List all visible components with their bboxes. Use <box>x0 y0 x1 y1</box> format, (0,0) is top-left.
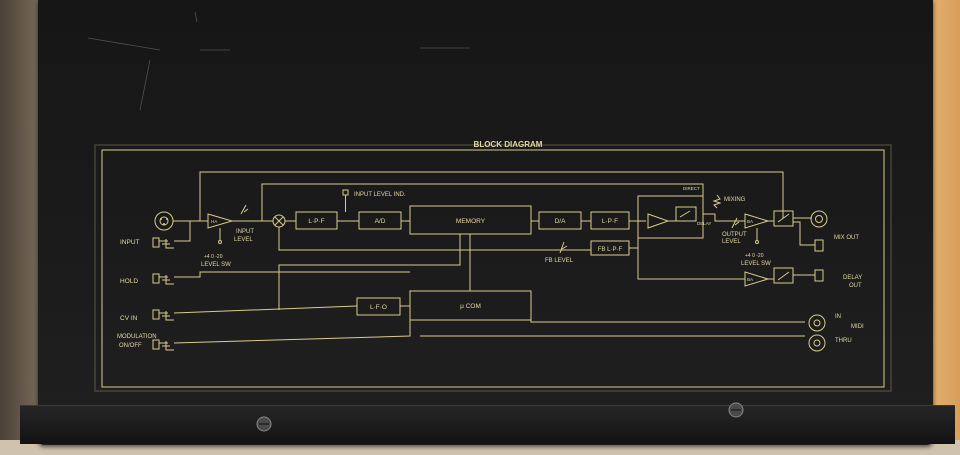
fb-level-pot-icon <box>559 241 568 254</box>
mix-out-phone-jack-icon <box>814 239 824 252</box>
delay-out-label-1: DELAY <box>843 275 862 281</box>
svg-text:MEMORY: MEMORY <box>456 218 486 225</box>
dry-line <box>261 183 704 221</box>
cv-in-label: CV IN <box>120 315 138 322</box>
fb-level-label: FB LEVEL <box>545 258 574 264</box>
input-level-ind-label: INPUT LEVEL IND. <box>354 192 406 198</box>
device-top-panel <box>38 0 933 445</box>
mix-out-xlr-jack-icon <box>810 210 828 228</box>
input-phone-jack-icon <box>152 237 160 248</box>
diagram-title: BLOCK DIAGRAM <box>474 140 543 149</box>
input-label: INPUT <box>120 239 140 246</box>
svg-text:μ COM: μ COM <box>460 303 481 310</box>
mix-out-amp-triangle-icon <box>744 213 770 229</box>
delay-label: DELAY <box>697 221 711 226</box>
micro-computer-block <box>409 290 532 321</box>
input-level-sw-values: +4 0 -20 <box>204 254 223 260</box>
device-front-lip <box>20 405 955 444</box>
hold-jack-icon <box>152 273 160 284</box>
svg-text:BA: BA <box>747 219 753 224</box>
panel-scratches <box>87 11 470 111</box>
input-level-led-icon <box>342 189 349 196</box>
delay-buffer-triangle-icon <box>647 213 670 229</box>
midi-thru-label: THRU <box>835 338 852 344</box>
panel-screws <box>256 402 744 432</box>
output-level-label-2: LEVEL <box>722 239 741 245</box>
feedback-return-line <box>278 227 560 251</box>
svg-text:D/A: D/A <box>555 218 567 225</box>
svg-text:L·F·O: L·F·O <box>370 304 387 311</box>
midi-thru-din-icon <box>808 334 826 352</box>
svg-text:L·P·F: L·P·F <box>602 218 618 225</box>
hold-label: HOLD <box>120 278 138 285</box>
input-level-sw-label: LEVEL SW <box>201 262 231 268</box>
mixing-label: MIXING <box>724 197 746 203</box>
input-level-label-2: LEVEL <box>234 237 253 243</box>
output-level-pot-icon <box>731 217 740 229</box>
midi-label: MIDI <box>851 324 864 330</box>
input-xlr-jack-icon <box>154 211 174 231</box>
svg-text:FB L·P·F: FB L·P·F <box>598 247 623 253</box>
delay-out-label-2: OUT <box>849 283 862 289</box>
delay-out-phone-jack-icon <box>814 269 824 282</box>
mix-out-label: MIX OUT <box>834 235 859 241</box>
bypass-line <box>199 171 784 221</box>
midi-in-din-icon <box>808 314 826 332</box>
output-level-sw-values: +4 0 -20 <box>745 253 764 259</box>
diagram-frame-outer <box>94 144 892 392</box>
ha-label: HA <box>211 219 217 224</box>
midi-in-label: IN <box>835 314 841 320</box>
output-level-sw-label: LEVEL SW <box>741 261 771 267</box>
svg-text:BA: BA <box>747 277 753 282</box>
svg-text:A/D: A/D <box>375 218 386 225</box>
cv-in-jack-icon <box>152 309 160 320</box>
diagram-frame <box>101 149 885 388</box>
output-level-label: OUTPUT <box>722 232 747 238</box>
delay-switch-icon <box>675 206 697 222</box>
delay-out-amp-triangle-icon <box>744 271 770 287</box>
on-off-label: ON/OFF <box>119 343 142 349</box>
direct-label: DIRECT <box>683 186 700 191</box>
modulation-jack-icon <box>152 339 160 350</box>
mixing-resistor-icon <box>712 194 722 209</box>
delay-mix-section <box>637 195 704 239</box>
modulation-label: MODULATION <box>117 334 157 340</box>
input-level-pot-icon <box>240 204 249 215</box>
svg-text:L·P·F: L·P·F <box>308 218 324 225</box>
input-level-label: INPUT <box>236 229 254 235</box>
